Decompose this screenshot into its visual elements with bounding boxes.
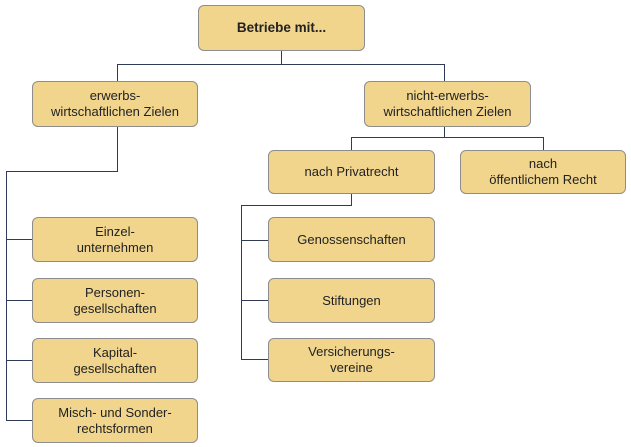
connector-root-down	[281, 50, 282, 64]
node-genossenschaften: Genossenschaften	[268, 217, 435, 262]
node-nicht-erwerbswirtschaftlich: nicht-erwerbs- wirtschaftlichen Zielen	[364, 81, 531, 127]
node-personengesellschaften: Personen- gesellschaften	[32, 278, 198, 323]
node-erwerbswirtschaftlich: erwerbs- wirtschaftlichen Zielen	[32, 81, 198, 127]
connector-nicht-bar	[351, 137, 544, 138]
node-nach-oeffentlichem-recht-label: nach öffentlichem Recht	[489, 156, 597, 187]
node-betriebe-mit-label: Betriebe mit...	[236, 20, 327, 35]
connector-left-spine	[6, 171, 7, 421]
connector-to-einzel	[6, 239, 32, 240]
node-kapitalgesellschaften-label: Kapital- gesellschaften	[73, 344, 157, 376]
connector-privat-bar	[241, 205, 352, 206]
connector-to-versich	[241, 359, 269, 360]
node-kapitalgesellschaften: Kapital- gesellschaften	[32, 338, 198, 383]
connector-erwerb-down	[117, 127, 118, 171]
node-versicherungsvereine: Versicherungs- vereine	[268, 338, 435, 382]
connector-to-privat	[351, 137, 352, 150]
connector-to-kapital	[6, 360, 32, 361]
node-einzelunternehmen: Einzel- unternehmen	[32, 217, 198, 262]
connector-privat-down	[351, 194, 352, 205]
connector-top-bar	[117, 64, 445, 65]
node-versicherungsvereine-label: Versicherungs- vereine	[308, 344, 395, 375]
connector-nicht-down	[444, 127, 445, 137]
node-stiftungen: Stiftungen	[268, 278, 435, 323]
connector-right-spine	[241, 205, 242, 360]
connector-erwerb-bar	[6, 171, 118, 172]
connector-to-nicht	[444, 64, 445, 81]
node-misch-und-sonderrechtsformen: Misch- und Sonder- rechtsformen	[32, 398, 198, 443]
node-personengesellschaften-label: Personen- gesellschaften	[73, 284, 157, 316]
connector-to-stift	[241, 300, 269, 301]
node-einzelunternehmen-label: Einzel- unternehmen	[76, 223, 154, 255]
node-nach-privatrecht: nach Privatrecht	[268, 150, 435, 194]
node-nicht-erwerbswirtschaftlich-label: nicht-erwerbs- wirtschaftlichen Zielen	[383, 88, 512, 119]
connector-to-erwerb	[117, 64, 118, 81]
node-stiftungen-label: Stiftungen	[322, 292, 381, 308]
connector-to-genossen	[241, 240, 269, 241]
node-nach-privatrecht-label: nach Privatrecht	[304, 164, 399, 179]
node-betriebe-mit: Betriebe mit...	[198, 5, 365, 51]
node-erwerbswirtschaftlich-label: erwerbs- wirtschaftlichen Zielen	[51, 88, 179, 119]
node-nach-oeffentlichem-recht: nach öffentlichem Recht	[460, 150, 626, 194]
connector-to-oeff	[543, 137, 544, 150]
connector-to-misch	[6, 420, 32, 421]
node-genossenschaften-label: Genossenschaften	[297, 231, 406, 247]
connector-to-personen	[6, 300, 32, 301]
node-misch-und-sonderrechtsformen-label: Misch- und Sonder- rechtsformen	[58, 404, 172, 436]
